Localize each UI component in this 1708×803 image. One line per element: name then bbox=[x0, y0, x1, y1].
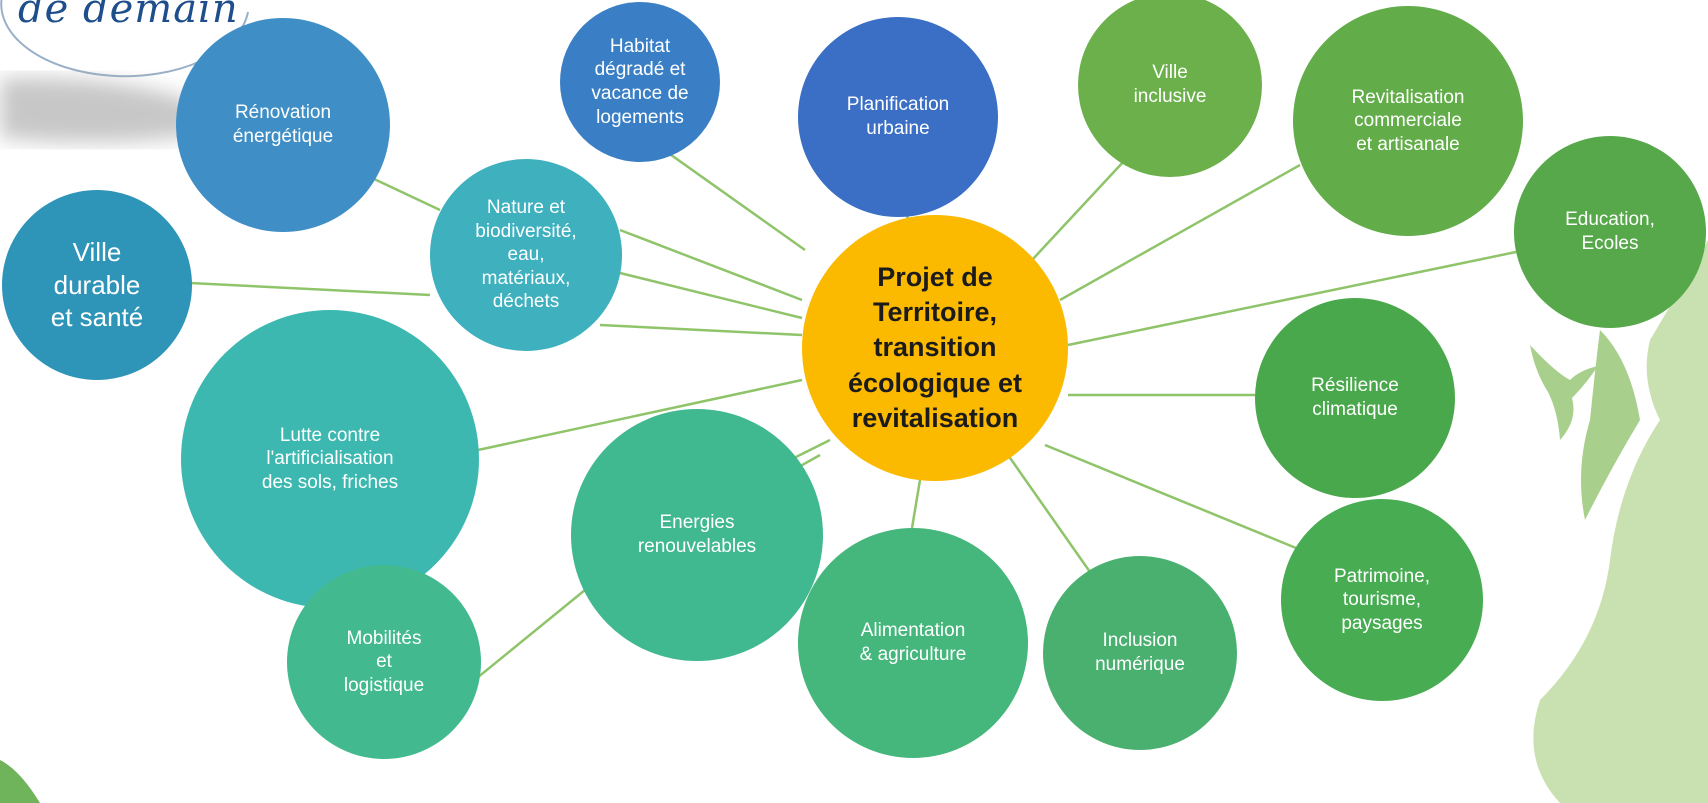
node-label-education: Education, Ecoles bbox=[1565, 209, 1655, 254]
node-renovation: Rénovation énergétique bbox=[176, 18, 390, 232]
line-center-patrimoine bbox=[1044, 443, 1297, 550]
line-center-inclusion bbox=[1006, 454, 1092, 573]
node-label-renovation: Rénovation énergétique bbox=[232, 102, 334, 147]
brush-stroke-right-2 bbox=[1581, 330, 1640, 520]
node-resilience: Résilience climatique bbox=[1255, 298, 1455, 498]
node-energies: Energies renouvelables bbox=[571, 409, 823, 661]
node-label-planification: Planification urbaine bbox=[846, 94, 950, 139]
node-ville-inclusive: Ville inclusive bbox=[1078, 0, 1262, 177]
node-label-ville-inclusive: Ville inclusive bbox=[1133, 62, 1207, 107]
line-nature-ville-durable bbox=[189, 281, 431, 297]
line-center-nature-3 bbox=[599, 323, 803, 337]
line-center-habitat bbox=[649, 138, 806, 252]
node-label-energies: Energies renouvelables bbox=[637, 512, 757, 557]
node-label-lutte: Lutte contre l'artificialisation des sol… bbox=[261, 424, 399, 493]
line-center-alimentation bbox=[910, 479, 922, 529]
node-label-mobilites: Mobilités et logistique bbox=[343, 627, 425, 696]
node-label-alimentation: Alimentation & agriculture bbox=[859, 620, 967, 665]
logo-text: de demain bbox=[18, 0, 239, 32]
node-center: Projet de Territoire, transition écologi… bbox=[802, 215, 1068, 481]
node-patrimoine: Patrimoine, tourisme, paysages bbox=[1281, 499, 1483, 701]
brush-stroke-right bbox=[1533, 240, 1708, 803]
node-ville-durable: Ville durable et santé bbox=[2, 190, 192, 380]
bird-silhouette bbox=[1530, 345, 1598, 440]
node-label-nature: Nature et biodiversité, eau, matériaux, … bbox=[475, 197, 577, 313]
line-center-nature-2 bbox=[619, 271, 803, 320]
brush-stroke-bottom-left bbox=[0, 760, 40, 803]
line-center-lutte bbox=[477, 378, 803, 452]
node-lutte: Lutte contre l'artificialisation des sol… bbox=[181, 310, 479, 608]
node-label-ville-durable: Ville durable et santé bbox=[50, 237, 144, 333]
node-label-resilience: Résilience climatique bbox=[1311, 375, 1399, 420]
node-revitalisation: Revitalisation commerciale et artisanale bbox=[1293, 6, 1523, 236]
node-alimentation: Alimentation & agriculture bbox=[798, 528, 1028, 758]
line-center-nature-1 bbox=[619, 228, 803, 302]
line-center-education bbox=[1067, 250, 1517, 347]
node-inclusion: Inclusion numérique bbox=[1043, 556, 1237, 750]
node-label-inclusion: Inclusion numérique bbox=[1095, 630, 1185, 675]
node-planification: Planification urbaine bbox=[798, 17, 998, 217]
node-label-revitalisation: Revitalisation commerciale et artisanale bbox=[1351, 86, 1465, 155]
line-center-ville-inclusive bbox=[1031, 159, 1126, 261]
node-label-patrimoine: Patrimoine, tourisme, paysages bbox=[1333, 565, 1431, 634]
node-label-habitat: Habitat dégradé et vacance de logements bbox=[591, 35, 689, 128]
shadow-smudge bbox=[0, 77, 198, 143]
line-center-revitalisation bbox=[1059, 163, 1301, 302]
node-education: Education, Ecoles bbox=[1514, 136, 1706, 328]
node-mobilites: Mobilités et logistique bbox=[287, 565, 481, 759]
node-habitat: Habitat dégradé et vacance de logements bbox=[560, 2, 720, 162]
node-label-center: Projet de Territoire, transition écologi… bbox=[847, 262, 1023, 433]
node-nature: Nature et biodiversité, eau, matériaux, … bbox=[430, 159, 622, 351]
